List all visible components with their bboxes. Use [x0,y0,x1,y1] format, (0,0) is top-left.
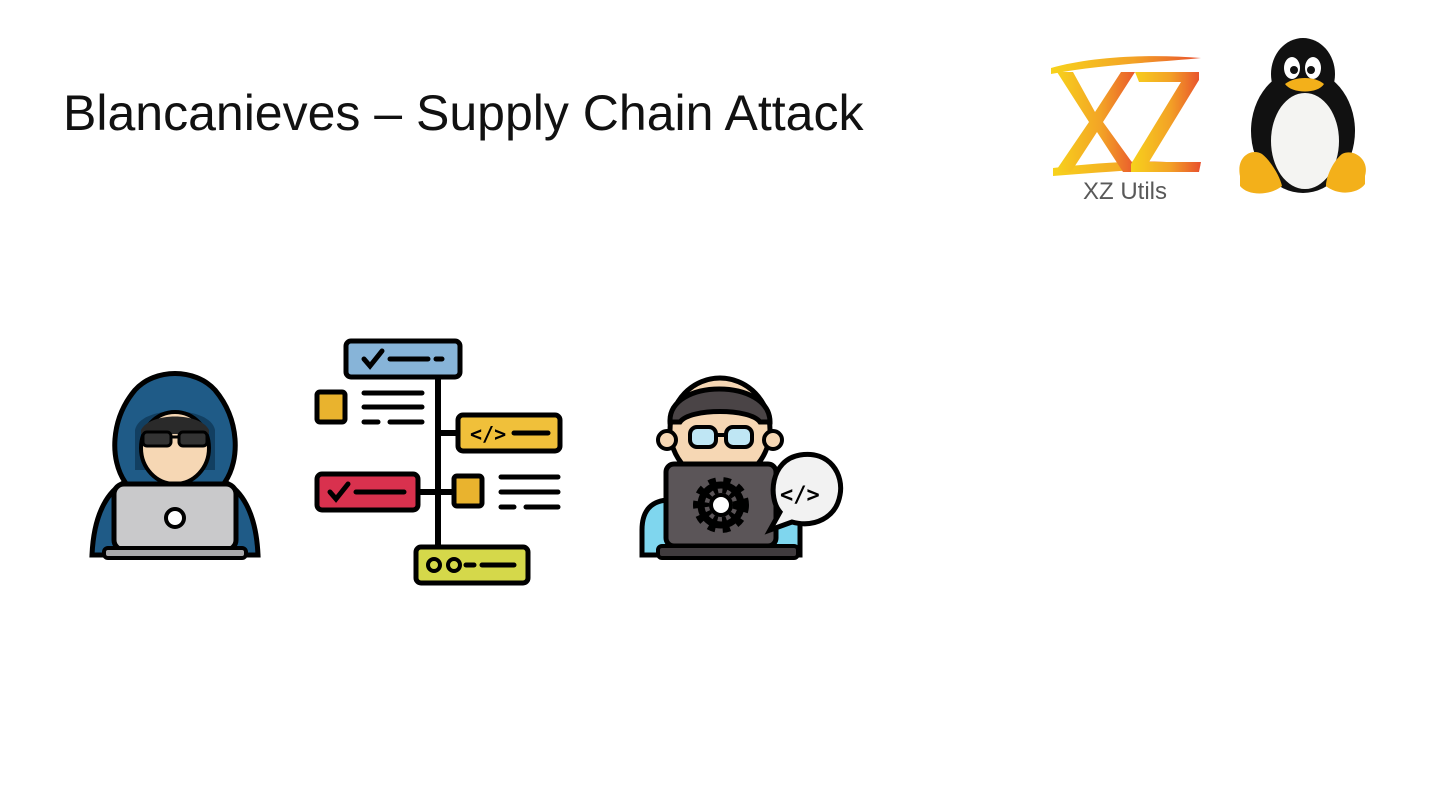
svg-text:</>: </> [470,422,506,446]
dependency-tree-icon: </> [314,338,563,586]
xz-utils-logo [1051,56,1201,176]
slide-title: Blancanieves – Supply Chain Attack [63,85,864,141]
developer-icon: </> [639,375,844,560]
hooded-hacker-icon [89,371,261,560]
tux-penguin-icon [1239,38,1366,194]
svg-text:</>: </> [780,483,820,508]
xz-utils-caption: XZ Utils [1083,178,1167,205]
